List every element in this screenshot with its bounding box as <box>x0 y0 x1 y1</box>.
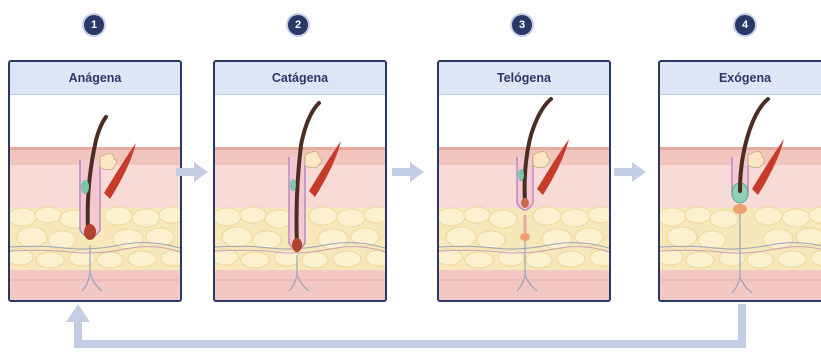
cycle-return-arrow-icon <box>0 0 821 352</box>
